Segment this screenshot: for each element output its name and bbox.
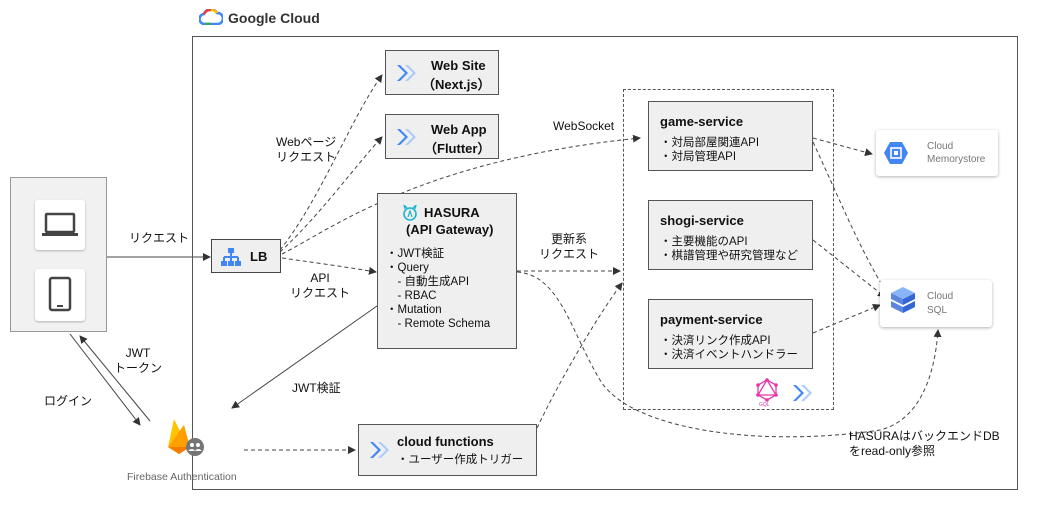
edge-label-line: リクエスト [290,286,351,300]
laptop-icon [35,200,85,250]
cloud-sql-label-2: SQL [927,305,948,316]
payment-service-line: ・決済リンク作成API [660,335,771,347]
edge-label-websocket: WebSocket [553,119,615,133]
edge-label-line: リクエスト [539,247,600,261]
game-service-title: game-service [660,114,744,129]
cloud-run-icon [396,127,418,152]
payment-service-title: payment-service [660,312,763,327]
web-app-title: Web App [431,122,487,137]
game-service-line: ・対局部屋関連API [660,137,760,149]
hasura-feature-line: ・JWT検証 [386,248,445,260]
load-balancer-label: LB [250,249,268,264]
payment-service-lines: ・決済リンク作成API ・決済イベントハンドラー [660,334,798,362]
edge-label-login: ログイン [44,394,93,408]
cloud-run-icon [369,440,391,465]
cloud-sql-icon [888,285,918,326]
edge-label-line: JWT [125,346,151,360]
payment-service-line: ・決済イベントハンドラー [660,349,798,361]
cloud-functions-box: cloud functions ・ユーザー作成トリガー [358,424,537,476]
edge-label-update-request: 更新系 リクエスト [539,232,599,262]
cloud-sql-label-1: Cloud [927,291,954,302]
hasura-feature-line: ・Query [386,262,429,274]
game-service-lines: ・対局部屋関連API ・対局管理API [660,136,759,164]
memorystore-label-2: Memorystore [927,154,986,165]
shogi-service-box: shogi-service ・主要機能のAPI ・棋譜管理や研究管理など [648,200,813,270]
web-app-box: Web App （Flutter） [385,114,499,159]
cloud-memorystore-card: Cloud Memorystore [876,130,998,176]
shogi-service-lines: ・主要機能のAPI ・棋譜管理や研究管理など [660,235,798,263]
cloud-sql-card: Cloud SQL [880,280,992,327]
edge-label-line: リクエスト [276,150,337,164]
edge-label-hasura-note: HASURAはバックエンドDB をread-only参照 [849,429,1000,459]
edge-label-line: トークン [114,361,163,375]
tablet-icon [35,269,85,321]
web-site-title: Web Site [431,58,486,73]
edge-label-jwt-verify: JWT検証 [292,381,341,395]
cloud-run-icon [396,63,418,88]
web-site-box: Web Site （Next.js） [385,50,499,95]
edge-label-line: HASURAはバックエンドDB [849,429,1000,443]
load-balancer-box: LB [211,239,281,273]
firebase-icon [164,417,208,462]
game-service-box: game-service ・対局部屋関連API ・対局管理API [648,101,813,171]
microservices-group [623,89,834,410]
load-balancer-icon [220,246,242,273]
memorystore-icon [883,140,909,171]
shogi-service-line: ・主要機能のAPI [660,236,748,248]
game-service-line: ・対局管理API [660,151,737,163]
hasura-feature-line: - Remote Schema [386,318,491,330]
graphql-icon [756,378,778,409]
shogi-service-title: shogi-service [660,213,744,228]
payment-service-box: payment-service ・決済リンク作成API ・決済イベントハンドラー [648,299,813,369]
shogi-service-line: ・棋譜管理や研究管理など [660,250,798,262]
google-cloud-frame [192,36,1018,490]
hasura-feature-list: ・JWT検証 ・Query - 自動生成API - RBAC ・Mutation… [386,247,490,331]
client-devices-group [10,177,107,332]
hasura-icon [402,202,418,226]
edge-label-line: Webページ [276,135,337,149]
memorystore-label-1: Cloud [927,141,954,152]
hasura-title: HASURA [424,205,480,220]
cloud-functions-line: ・ユーザー作成トリガー [397,454,524,466]
firebase-label: Firebase Authentication [127,471,237,483]
web-site-subtitle: （Next.js） [422,77,491,92]
edge-label-jwt-token: JWT トークン [114,346,162,376]
cloud-run-icon [791,383,815,408]
edge-label-line: 更新系 [551,232,588,246]
hasura-box: HASURA (API Gateway) ・JWT検証 ・Query - 自動生… [377,193,517,349]
hasura-feature-line: - 自動生成API [386,276,470,288]
hasura-feature-line: - RBAC [386,290,437,302]
edge-label-request: リクエスト [129,231,190,245]
edge-label-api-request: API リクエスト [290,271,350,301]
hasura-subtitle: (API Gateway) [406,222,494,237]
web-app-subtitle: （Flutter） [424,141,491,156]
cloud-functions-title: cloud functions [397,434,494,449]
edge-label-line: API [310,271,330,285]
edge-label-line: をread-only参照 [849,444,936,458]
edge-label-webpage-request: Webページ リクエスト [276,135,336,165]
google-cloud-logo-icon [198,7,225,26]
google-cloud-title: Google Cloud [228,10,320,26]
hasura-feature-line: ・Mutation [386,304,442,316]
graphql-label: GQL [759,402,770,408]
